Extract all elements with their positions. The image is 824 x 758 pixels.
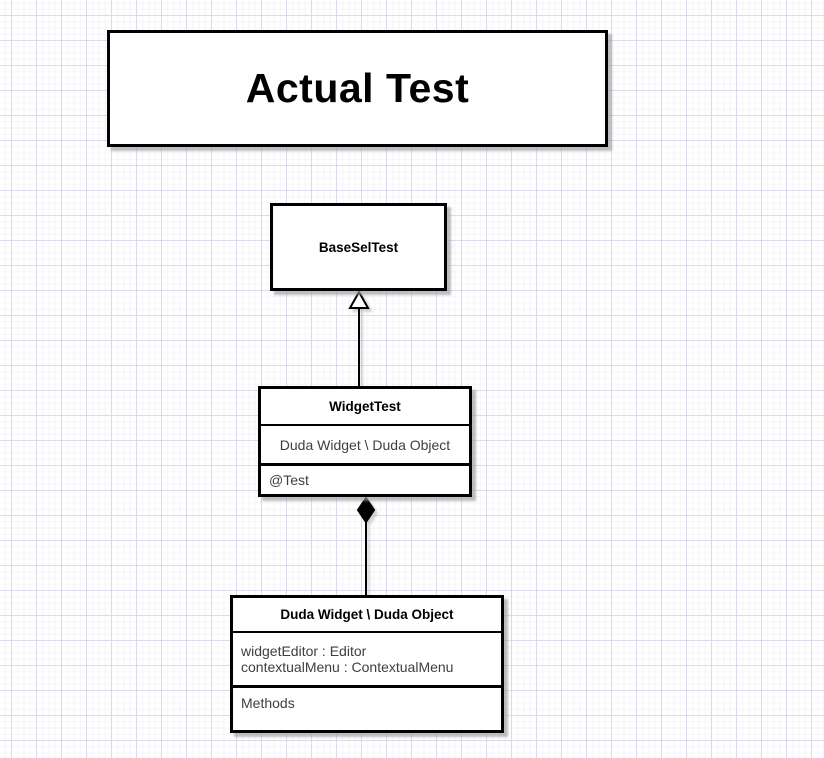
inheritance-connector[interactable] xyxy=(348,289,370,386)
class-duda-widget[interactable]: Duda Widget \ Duda Object widgetEditor :… xyxy=(230,595,504,733)
class-widgettest[interactable]: WidgetTest Duda Widget \ Duda Object @Te… xyxy=(258,386,472,497)
class-section-row: widgetEditor : Editor contextualMenu : C… xyxy=(233,633,501,685)
class-section-row: @Test xyxy=(261,463,469,494)
attribute-line: widgetEditor : Editor xyxy=(241,643,367,659)
section-line: Methods xyxy=(241,695,295,711)
title-box[interactable]: Actual Test xyxy=(107,30,608,147)
section-line: @Test xyxy=(269,472,309,488)
filled-diamond-icon xyxy=(356,496,376,524)
class-name-label: BaseSelTest xyxy=(318,239,399,255)
attribute-line: contextualMenu : ContextualMenu xyxy=(241,659,454,675)
composition-connector[interactable] xyxy=(356,496,376,595)
section-line: Duda Widget \ Duda Object xyxy=(279,436,451,453)
class-section-row: Duda Widget \ Duda Object xyxy=(261,426,469,463)
class-name-label: WidgetTest xyxy=(261,389,469,426)
class-name-label: Duda Widget \ Duda Object xyxy=(233,598,501,633)
class-baseseltest[interactable]: BaseSelTest xyxy=(270,203,447,291)
class-section-row: Methods xyxy=(233,685,501,730)
title-text: Actual Test xyxy=(245,65,470,111)
hollow-triangle-icon xyxy=(348,289,370,309)
